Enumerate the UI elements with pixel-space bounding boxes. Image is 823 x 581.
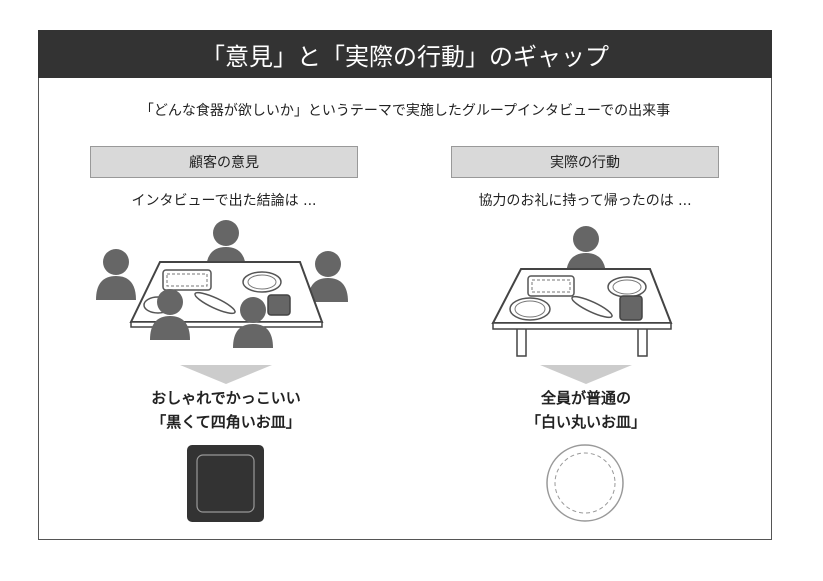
person-icon <box>308 251 348 302</box>
down-arrow-icon <box>180 365 272 384</box>
group-interview-illustration <box>96 220 348 384</box>
left-conclusion-line1: おしゃれでかっこいい <box>151 389 301 407</box>
black-square-plate-icon <box>187 445 264 522</box>
subtitle: 「どんな食器が欲しいか」というテーマで実施したグループインタビューでの出来事 <box>139 103 671 119</box>
left-conclusion-line2: 「黒くて四角いお皿」 <box>151 413 301 431</box>
right-conclusion-line2: 「白い丸いお皿」 <box>525 413 646 431</box>
table-icon <box>491 268 673 357</box>
take-home-illustration <box>491 226 673 384</box>
right-conclusion: 全員が普通の 「白い丸いお皿」 <box>436 386 736 434</box>
person-icon <box>96 249 136 300</box>
left-conclusion: おしゃれでかっこいい 「黒くて四角いお皿」 <box>76 386 376 434</box>
left-header: 顧客の意見 <box>90 146 358 178</box>
right-conclusion-line1: 全員が普通の <box>540 389 631 407</box>
right-lead: 協力のお礼に持って帰ったのは ... <box>478 193 692 209</box>
right-header-label: 実際の行動 <box>550 155 620 171</box>
title-bar: 「意見」と「実際の行動」のギャップ <box>38 30 772 78</box>
left-lead: インタビューで出た結論は ... <box>131 193 317 209</box>
title: 「意見」と「実際の行動」のギャップ <box>201 42 609 71</box>
right-header: 実際の行動 <box>451 146 719 178</box>
down-arrow-icon <box>540 365 632 384</box>
left-header-label: 顧客の意見 <box>189 155 259 171</box>
white-round-plate-icon <box>546 444 624 522</box>
